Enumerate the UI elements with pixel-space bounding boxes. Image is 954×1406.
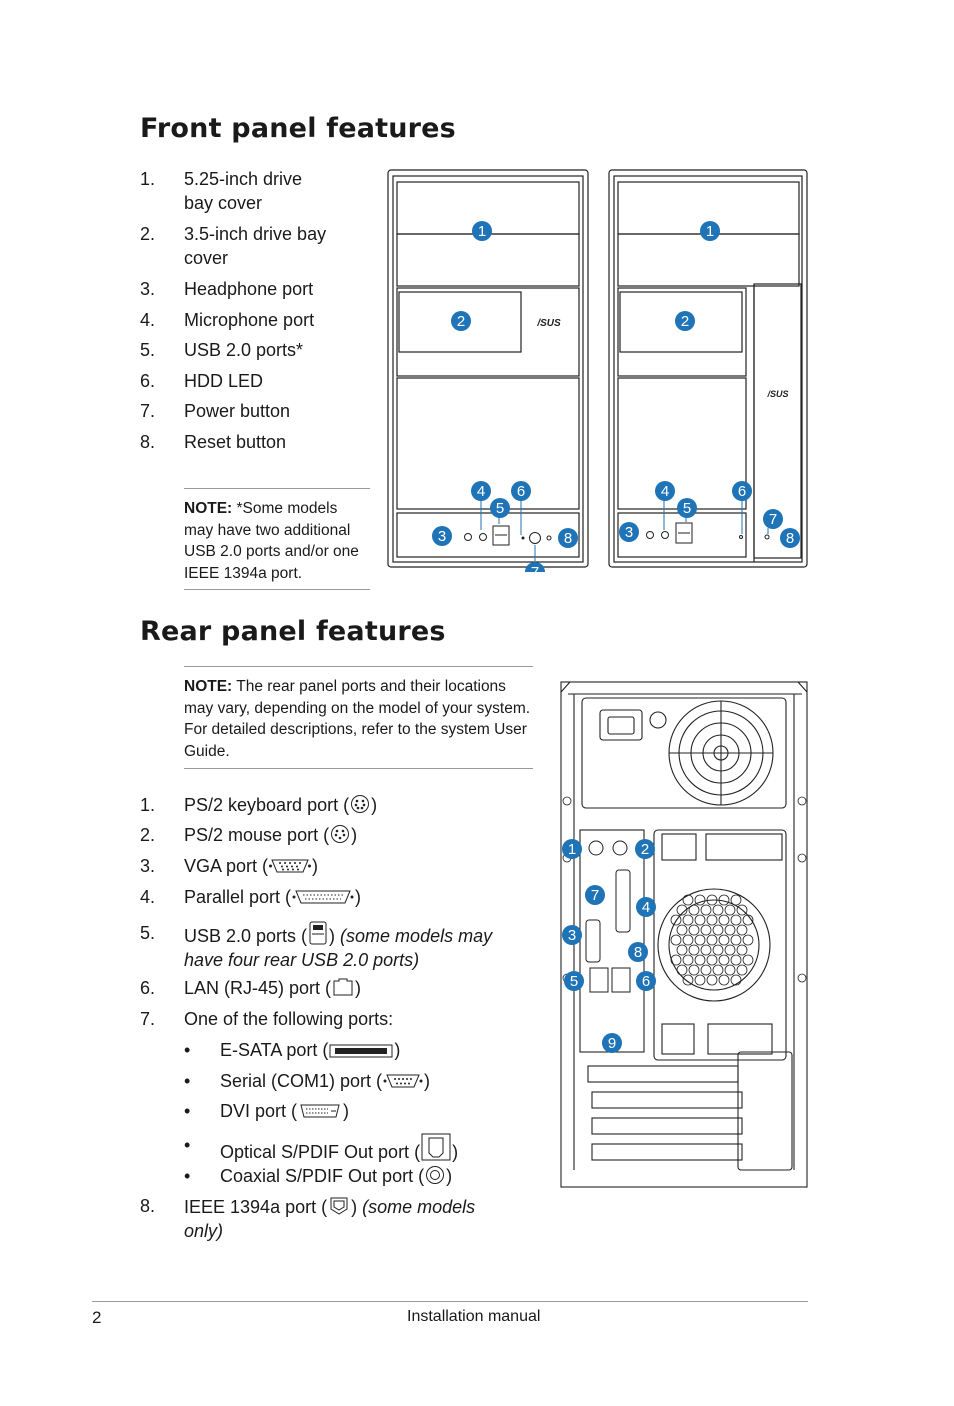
callout-9: 9 — [608, 1035, 616, 1052]
callout-4: 4 — [642, 899, 650, 916]
ieee1394-icon — [330, 1197, 348, 1215]
dvi-port-icon — [300, 1104, 340, 1118]
callout-6: 6 — [517, 483, 525, 500]
callout-5: 5 — [683, 500, 691, 517]
footer-rule — [92, 1301, 808, 1302]
brand-logo: /SUS — [766, 389, 788, 399]
callout-4: 4 — [477, 483, 485, 500]
parallel-port-icon — [292, 890, 354, 904]
esata-port-icon — [329, 1044, 393, 1058]
ps2-mouse-icon — [331, 825, 350, 843]
callout-2: 2 — [681, 313, 689, 330]
coaxial-spdif-icon — [426, 1166, 445, 1184]
vga-port-icon — [269, 859, 312, 873]
front-panel-title: Front panel features — [140, 113, 456, 144]
rear-panel-illustration: 1 2 7 4 3 8 5 6 9 — [560, 681, 808, 1188]
callout-8: 8 — [564, 530, 572, 547]
callout-3: 3 — [438, 528, 446, 545]
callout-6: 6 — [738, 483, 746, 500]
callout-1: 1 — [706, 223, 714, 240]
callout-3: 3 — [625, 524, 633, 541]
callout-5: 5 — [570, 973, 578, 990]
callout-7: 7 — [531, 564, 539, 572]
rear-note: NOTE: The rear panel ports and their loc… — [184, 666, 533, 769]
footer-title: Installation manual — [407, 1308, 541, 1325]
front-panel-illustration: /SUS /SUS 1 2 3 4 5 6 7 8 1 2 3 4 5 6 7 … — [387, 169, 808, 572]
callout-4: 4 — [661, 483, 669, 500]
callout-1: 1 — [478, 223, 486, 240]
callout-5: 5 — [496, 500, 504, 517]
page-number: 2 — [92, 1308, 102, 1327]
callout-8: 8 — [786, 530, 794, 547]
callout-7: 7 — [591, 887, 599, 904]
usb-port-icon — [309, 921, 327, 945]
callout-2: 2 — [641, 841, 649, 858]
callout-7: 7 — [769, 511, 777, 528]
callout-6: 6 — [642, 973, 650, 990]
callout-8: 8 — [634, 944, 642, 961]
brand-logo: /SUS — [536, 318, 561, 329]
serial-port-icon — [383, 1074, 423, 1088]
ps2-keyboard-icon — [351, 795, 370, 813]
callout-2: 2 — [457, 313, 465, 330]
optical-spdif-icon — [421, 1133, 451, 1161]
rear-panel-title: Rear panel features — [140, 616, 446, 647]
callout-3: 3 — [568, 927, 576, 944]
callout-1: 1 — [568, 841, 576, 858]
lan-port-icon — [333, 978, 353, 996]
front-note: NOTE: *Some models may have two addition… — [184, 488, 370, 590]
